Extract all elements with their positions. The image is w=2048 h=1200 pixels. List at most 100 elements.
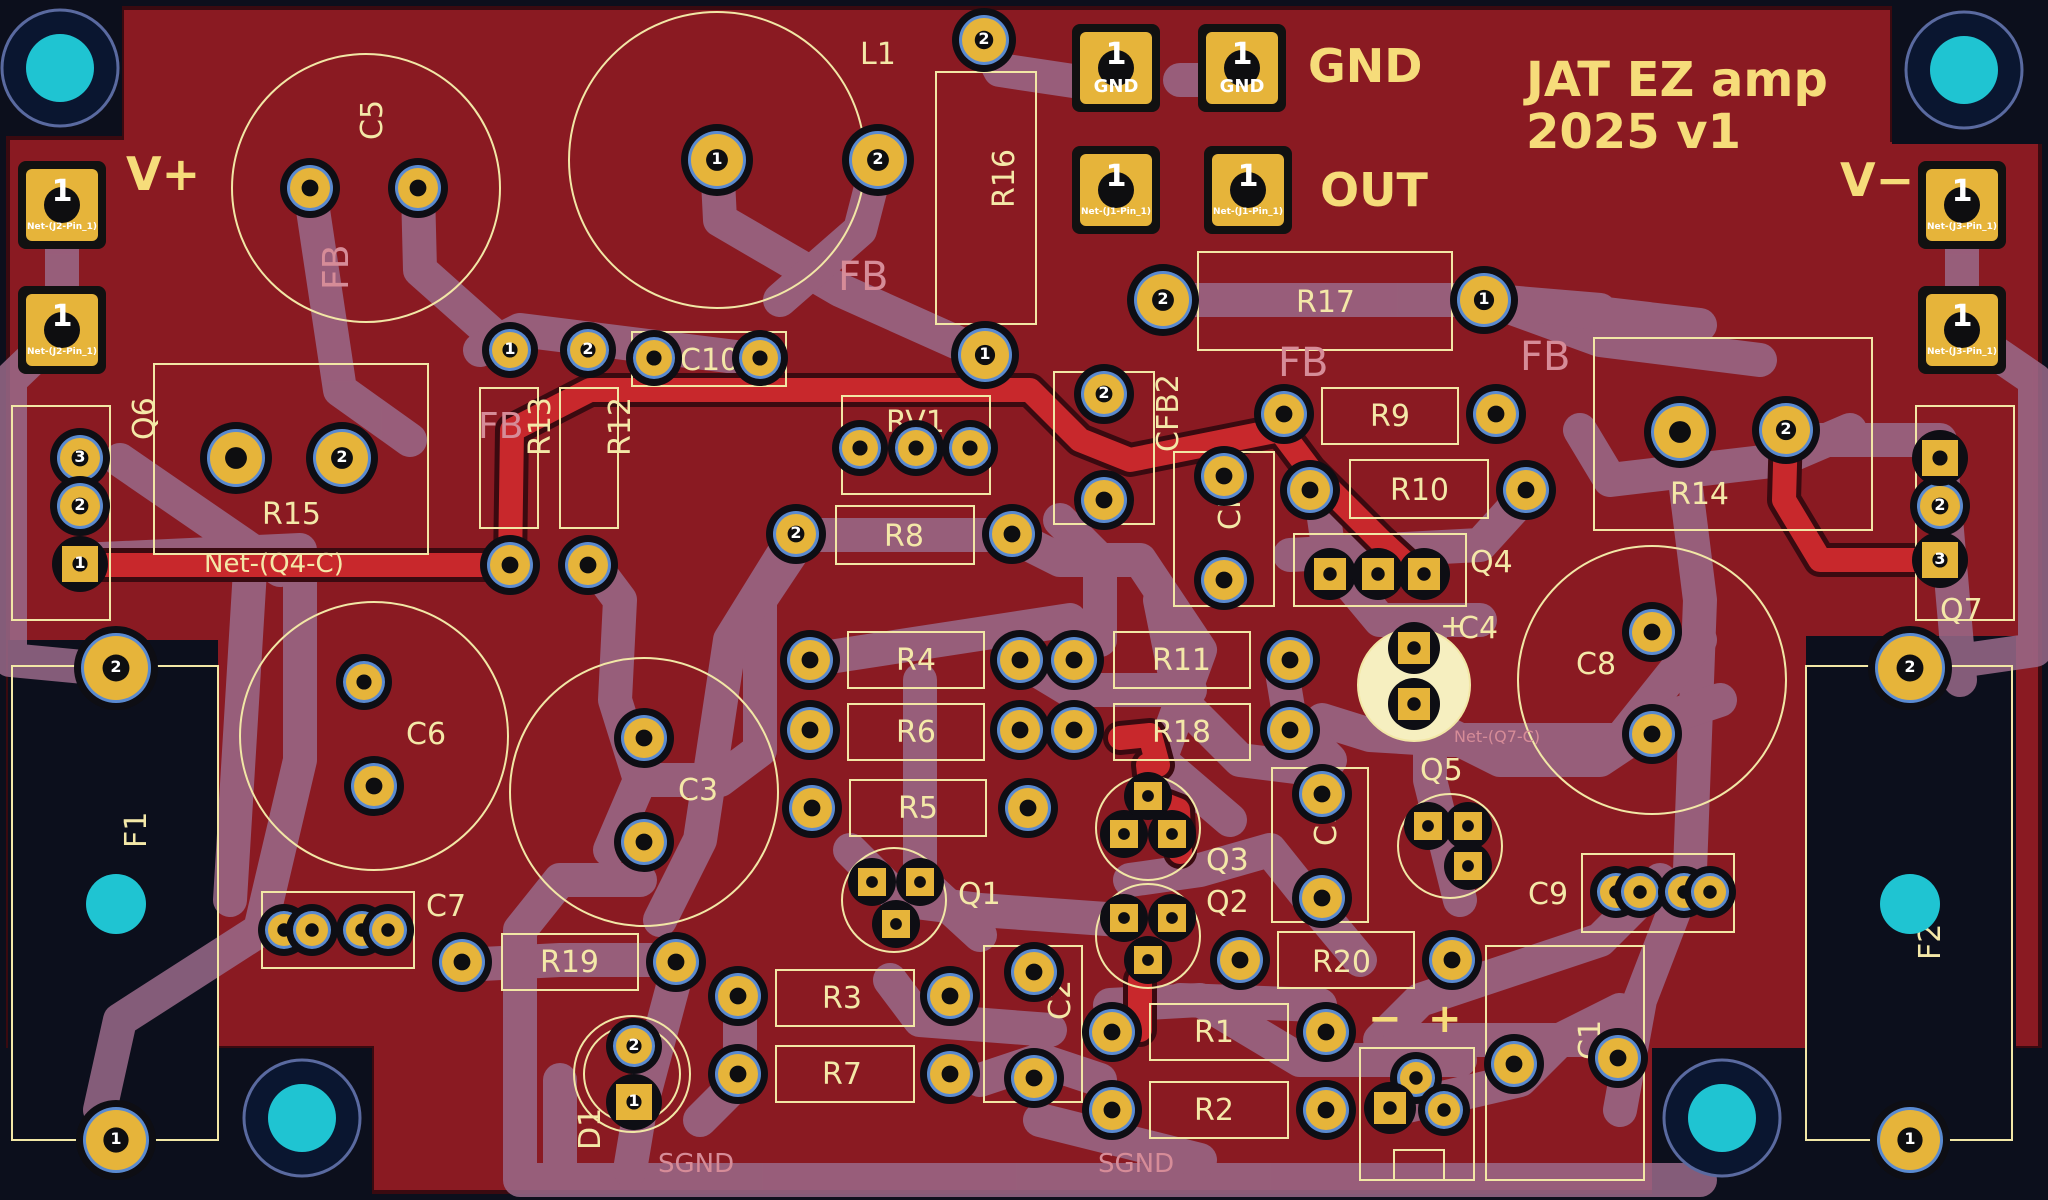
svg-text:2: 2 xyxy=(628,1035,639,1054)
pad-67 xyxy=(1004,1048,1064,1108)
ref-c8: C8 xyxy=(1576,647,1616,682)
pad-48 xyxy=(1044,630,1104,690)
f1-hole xyxy=(86,874,146,934)
vplus-label: V+ xyxy=(126,147,200,201)
pad-55 xyxy=(1422,930,1482,990)
pad-75 xyxy=(1614,866,1666,918)
svg-text:Net-(J1-Pin_1): Net-(J1-Pin_1) xyxy=(1213,207,1283,217)
ref-r3: R3 xyxy=(822,981,862,1016)
svg-text:2: 2 xyxy=(1904,657,1915,676)
c8-outline xyxy=(1517,545,1787,815)
r13-outline xyxy=(479,387,539,529)
svg-text:3: 3 xyxy=(1934,549,1945,568)
pad-25: 2 xyxy=(1752,396,1820,464)
pad-56 xyxy=(1082,1002,1142,1062)
mounting-hole-tl xyxy=(0,8,120,128)
svg-text:Net-(J3-Pin_1): Net-(J3-Pin_1) xyxy=(1927,222,1997,232)
svg-text:2: 2 xyxy=(74,495,85,514)
svg-text:1: 1 xyxy=(628,1091,639,1110)
r5-outline xyxy=(849,779,987,837)
out-terminal-label: OUT xyxy=(1320,163,1428,217)
r11-outline xyxy=(1113,631,1251,689)
pad-31 xyxy=(942,420,998,476)
ref-r8: R8 xyxy=(884,519,924,554)
mounting-holes xyxy=(0,8,2024,1178)
pad-61 xyxy=(920,966,980,1026)
pad-79: 1 xyxy=(1870,1100,1950,1180)
square-pad-17 xyxy=(1148,894,1196,942)
ref-c5: C5 xyxy=(355,100,390,140)
q4-outline xyxy=(1293,533,1467,607)
c3-outline xyxy=(509,657,779,927)
pad-32: 2 xyxy=(766,504,826,564)
square-pad-4 xyxy=(1352,548,1404,600)
pad-17 xyxy=(1074,470,1134,530)
pad-63 xyxy=(920,1044,980,1104)
ref-q1: Q1 xyxy=(958,877,1001,912)
svg-text:2: 2 xyxy=(790,523,801,542)
svg-text:2: 2 xyxy=(110,657,121,676)
r1-outline xyxy=(1149,1003,1289,1061)
mounting-hole-br xyxy=(1662,1058,1782,1178)
pad-2 xyxy=(388,158,448,218)
pad-66 xyxy=(1004,942,1064,1002)
rv2-plus: + xyxy=(1428,996,1462,1042)
ref-q2: Q2 xyxy=(1206,885,1249,920)
square-pad-18 xyxy=(1124,936,1172,984)
pad-26: 2 xyxy=(1910,476,1970,536)
fb-label-r17: FB xyxy=(1278,340,1328,386)
board-text: JAT EZ amp 2025 v1 V+ V− GND OUT − + xyxy=(126,39,1914,1042)
ref-c10: C10 xyxy=(680,343,739,378)
pad-4: 2 xyxy=(842,124,914,196)
pad-44 xyxy=(780,700,840,760)
pad-6: 1 xyxy=(1450,266,1518,334)
pad-18 xyxy=(1194,446,1254,506)
square-pad-16 xyxy=(1100,894,1148,942)
pad-45 xyxy=(990,700,1050,760)
ref-q4: Q4 xyxy=(1470,545,1513,580)
fb-label-r13: FB xyxy=(478,406,523,447)
pad-58 xyxy=(1082,1080,1142,1140)
square-pad-3 xyxy=(1304,548,1356,600)
ref-q6: Q6 xyxy=(127,397,162,440)
r14-outline xyxy=(1593,337,1873,531)
pad-33 xyxy=(982,504,1042,564)
mounting-hole-tr xyxy=(1904,10,2024,130)
r8-outline xyxy=(835,505,975,565)
pad-59 xyxy=(1296,1080,1356,1140)
square-pad-8: 1 xyxy=(606,1074,662,1130)
ref-cfb2: CFB2 xyxy=(1151,374,1186,452)
pad-28 xyxy=(558,535,618,595)
svg-text:1: 1 xyxy=(74,553,85,572)
svg-text:1: 1 xyxy=(1478,289,1489,308)
ref-r19: R19 xyxy=(540,945,599,980)
ref-r4: R4 xyxy=(896,643,936,678)
square-pad-10 xyxy=(848,858,896,906)
svg-text:1: 1 xyxy=(1106,159,1127,194)
svg-text:GND: GND xyxy=(1094,76,1139,97)
ref-r11: R11 xyxy=(1152,643,1211,678)
square-pad-9 xyxy=(1364,1082,1416,1134)
svg-text:GND: GND xyxy=(1220,76,1265,97)
pad-14: 3 xyxy=(50,428,110,488)
ref-q7: Q7 xyxy=(1940,593,1983,628)
svg-text:2: 2 xyxy=(1098,383,1109,402)
square-pad-2: 3 xyxy=(1912,532,1968,588)
ref-c6: C6 xyxy=(406,717,446,752)
pad-1 xyxy=(280,158,340,218)
ref-r6: R6 xyxy=(896,715,936,750)
pad-82 xyxy=(1418,1084,1470,1136)
pad-60 xyxy=(708,966,768,1026)
ref-d1: D1 xyxy=(573,1108,608,1150)
svg-text:2: 2 xyxy=(582,339,593,358)
net-labels: FB FB FB FB FB SGND SGND Net-(Q4-C) Net-… xyxy=(204,245,1570,1179)
pad-50 xyxy=(1044,700,1104,760)
pad-27 xyxy=(480,535,540,595)
